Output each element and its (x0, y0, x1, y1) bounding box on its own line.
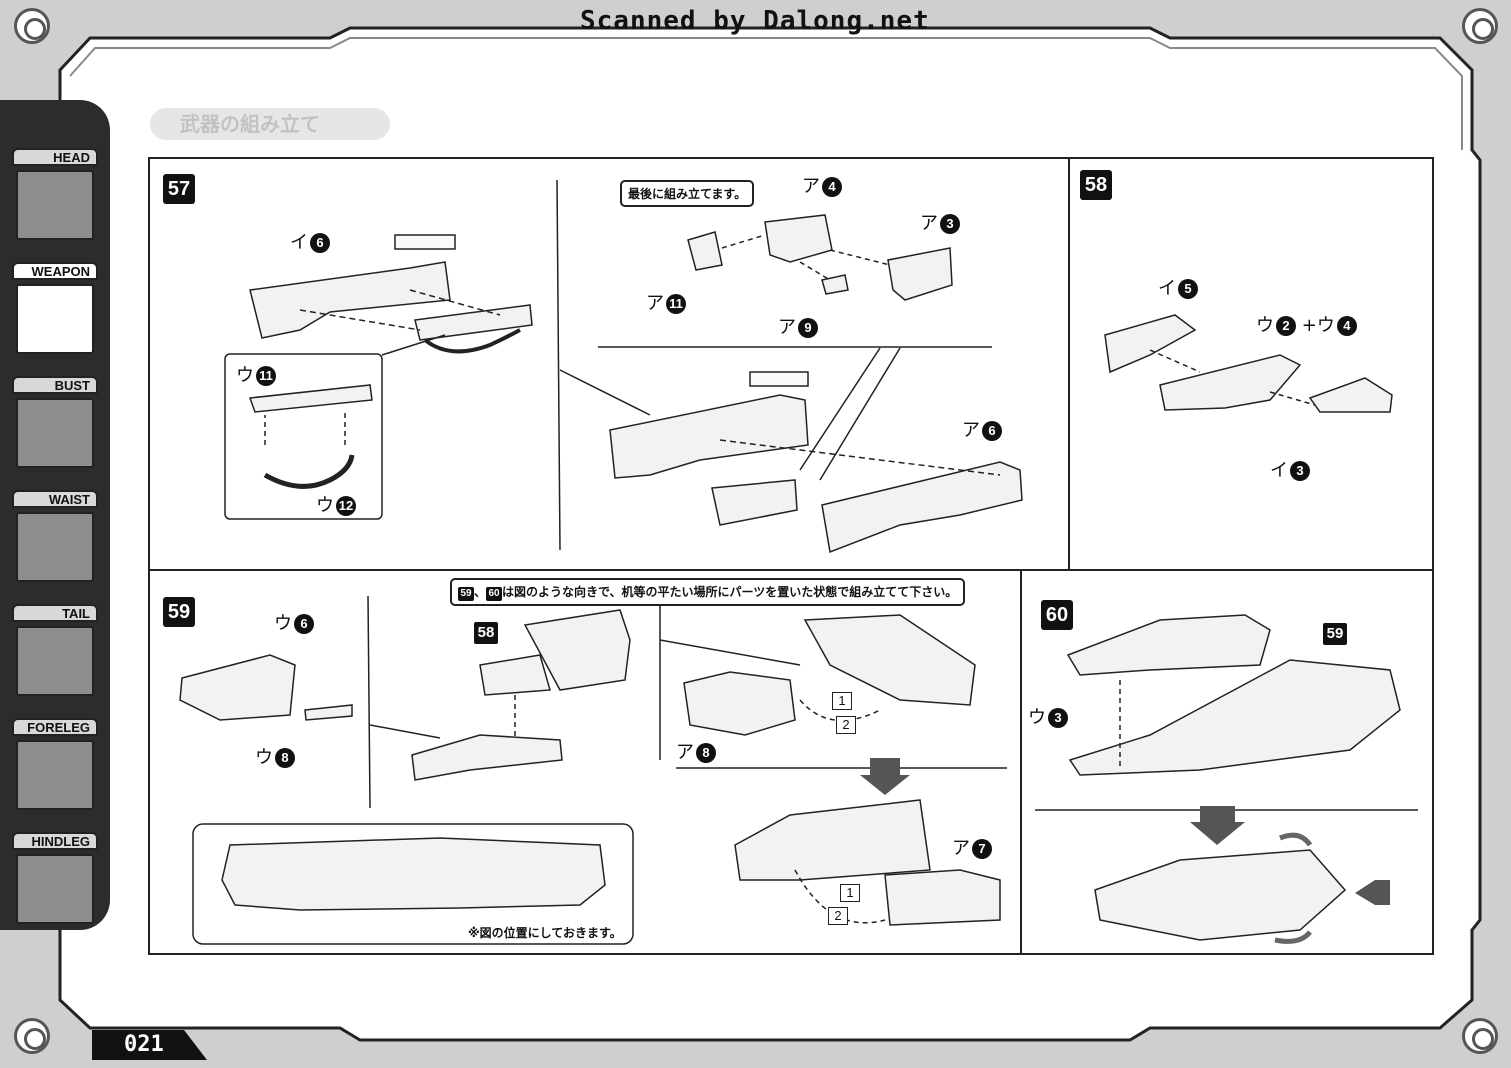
part-prefix: イ (290, 232, 308, 253)
sidebar-item-weapon[interactable]: WEAPON (10, 262, 100, 366)
order-box-1-lower: 1 (840, 884, 860, 902)
part-plus: +ウ (1301, 315, 1335, 336)
part-number: 6 (294, 614, 314, 634)
sidebar-item-label: HINDLEG (12, 832, 98, 850)
part-number: 11 (256, 366, 276, 386)
corner-logo-bottom-left (14, 1018, 50, 1054)
sidebar-nav: HEAD WEAPON BUST WAIST TAIL FORELEG HIND… (0, 100, 110, 930)
ref-step-58: 58 (474, 622, 498, 644)
step-number-59: 59 (163, 597, 195, 627)
part-number: 3 (940, 214, 960, 234)
part-number: 4 (822, 177, 842, 197)
order-box-2-lower: 2 (828, 907, 848, 925)
part-number: 3 (1048, 708, 1068, 728)
corner-logo-top-left (14, 8, 50, 44)
part-number: 6 (982, 421, 1002, 441)
part-prefix: ウ (236, 365, 254, 386)
sidebar-item-label: WEAPON (12, 262, 98, 280)
sidebar-item-label: FORELEG (12, 718, 98, 736)
part-number: 9 (798, 318, 818, 338)
assemble-last-note: 最後に組み立てます。 (620, 180, 755, 207)
part-number: 5 (1178, 279, 1198, 299)
part-prefix: ア (952, 838, 970, 859)
part-number: 3 (1290, 461, 1310, 481)
note-text: は図のような向きで、机等の平たい場所にパーツを置いた状態で組み立てて下さい。 (502, 585, 958, 599)
corner-logo-top-right (1462, 8, 1498, 44)
part-prefix: ウ (1256, 315, 1274, 336)
sidebar-item-bust[interactable]: BUST (10, 376, 100, 480)
sidebar-item-label: BUST (12, 376, 98, 394)
part-prefix: ア (962, 420, 980, 441)
part-number: 11 (666, 294, 686, 314)
part-number: 12 (336, 496, 356, 516)
head-thumbnail-icon (16, 170, 94, 240)
weapon-thumbnail-icon (16, 284, 94, 354)
sidebar-item-hindleg[interactable]: HINDLEG (10, 832, 100, 936)
order-box-2: 2 (836, 716, 856, 734)
position-note: ※図の位置にしておきます。 (468, 926, 622, 940)
part-prefix: ウ (316, 495, 334, 516)
part-number: 7 (972, 839, 992, 859)
sidebar-item-label: TAIL (12, 604, 98, 622)
part-prefix: イ (1270, 460, 1288, 481)
foreleg-thumbnail-icon (16, 740, 94, 810)
sidebar-item-label: HEAD (12, 148, 98, 166)
sidebar-item-foreleg[interactable]: FORELEG (10, 718, 100, 822)
hindleg-thumbnail-icon (16, 854, 94, 924)
ref-step-59: 59 (458, 587, 474, 601)
part-prefix: ア (802, 176, 820, 197)
ref-step-60: 60 (486, 587, 503, 601)
part-prefix: ウ (274, 613, 292, 634)
waist-thumbnail-icon (16, 512, 94, 582)
part-prefix: ウ (1028, 707, 1046, 728)
scan-credit-title: Scanned by Dalong.net (580, 6, 930, 36)
part-number: 2 (1276, 316, 1296, 336)
part-prefix: ア (676, 742, 694, 763)
ref-step-59: 59 (1323, 623, 1347, 645)
step-number-58: 58 (1080, 170, 1112, 200)
part-prefix: ウ (255, 747, 273, 768)
sidebar-item-label: WAIST (12, 490, 98, 508)
part-number: 4 (1336, 316, 1357, 336)
part-prefix: ア (646, 293, 664, 314)
part-prefix: イ (1158, 278, 1176, 299)
corner-logo-bottom-right (1462, 1018, 1498, 1054)
step-number-60: 60 (1041, 600, 1073, 630)
step-number-57: 57 (163, 174, 195, 204)
tail-thumbnail-icon (16, 626, 94, 696)
part-prefix: ア (920, 213, 938, 234)
part-number: 8 (696, 743, 716, 763)
sidebar-item-waist[interactable]: WAIST (10, 490, 100, 594)
order-box-1: 1 (832, 692, 852, 710)
sidebar-item-head[interactable]: HEAD (10, 148, 100, 252)
sidebar-item-tail[interactable]: TAIL (10, 604, 100, 708)
bust-thumbnail-icon (16, 398, 94, 468)
part-number: 6 (310, 233, 330, 253)
note-separator: 、 (474, 585, 487, 599)
part-number: 8 (275, 748, 295, 768)
ghost-section-title: 武器の組み立て (150, 108, 390, 140)
part-prefix: ア (778, 317, 796, 338)
page-number: 021 (92, 1030, 207, 1060)
